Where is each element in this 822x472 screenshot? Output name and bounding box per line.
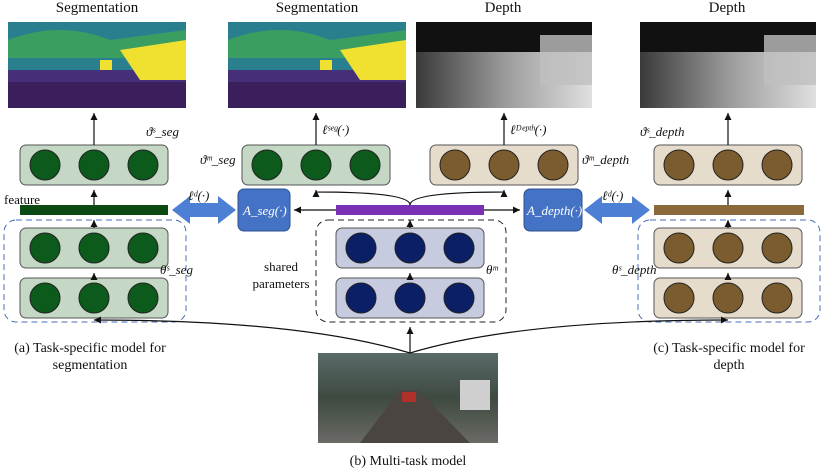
adapter-seg-label: A_seg(·) [243, 203, 287, 218]
label-loss-d-right: ℓᵈ(·) [602, 188, 624, 203]
depth-output-right [640, 22, 816, 108]
caption-a-line1: (a) Task-specific model for [14, 341, 166, 356]
title-depth-right: Depth [708, 0, 746, 16]
caption-c-line1: (c) Task-specific model for [653, 341, 805, 356]
shared-encoder-block-1 [335, 227, 485, 269]
label-theta-depth-s-head: ϑˢ_depth [640, 124, 685, 139]
seg-encoder-block-1 [19, 227, 169, 269]
caption-c: (c) Task-specific model for depth [636, 340, 822, 374]
distill-arrow-right [584, 196, 650, 224]
label-feature: feature [4, 192, 41, 207]
connection-arrows [90, 113, 732, 354]
feature-bar-left [20, 205, 168, 215]
seg-encoder-block-2 [19, 277, 169, 319]
label-theta-seg-s-head: ϑˢ_seg [146, 124, 179, 139]
label-theta-m: θᵐ [486, 262, 498, 277]
depth-encoder-block-1 [653, 227, 803, 269]
label-theta-depth-s-encoder: θˢ_depth [612, 262, 657, 277]
seg-output-mid [228, 22, 406, 108]
label-loss-d-left: ℓᵈ(·) [188, 188, 210, 203]
depth-encoder-block-2 [653, 277, 803, 319]
adapter-depth-label: A_depth(·) [527, 203, 583, 218]
title-segmentation-mid: Segmentation [275, 0, 359, 16]
label-theta-depth-m: ϑᵐ_depth [582, 152, 630, 167]
label-theta-seg-s-encoder: θˢ_seg [160, 262, 193, 277]
seg-head-block-left [19, 144, 169, 186]
caption-a: (a) Task-specific model for segmentation [0, 340, 180, 374]
shared-feature-bar [336, 205, 484, 215]
title-depth-mid: Depth [484, 0, 522, 16]
seg-output-left [8, 22, 186, 108]
depth-head-block-right [653, 144, 803, 186]
label-loss-seg: ℓˢᵉᵍ(·) [322, 122, 350, 137]
label-shared-parameters: shared parameters [252, 259, 310, 291]
label-theta-seg-m: ϑᵐ_seg [200, 152, 236, 167]
feature-bar-right [654, 205, 804, 215]
seg-head-block-mid [241, 144, 391, 186]
shared-encoder-block-2 [335, 277, 485, 319]
depth-head-block-mid [429, 144, 579, 186]
adapter-depth-box [523, 188, 583, 232]
caption-a-line2: segmentation [52, 358, 128, 373]
adapter-seg-box [237, 188, 291, 232]
caption-b: (b) Multi-task model [349, 454, 467, 469]
depth-specific-dashed-box [637, 219, 821, 323]
distill-arrow-left [172, 196, 236, 224]
input-street-photo [318, 353, 498, 443]
depth-output-mid [416, 22, 592, 108]
caption-c-line2: depth [713, 358, 745, 373]
title-segmentation-left: Segmentation [55, 0, 139, 16]
label-loss-depth: ℓᴰᵉᵖᵗʰ(·) [510, 122, 547, 137]
